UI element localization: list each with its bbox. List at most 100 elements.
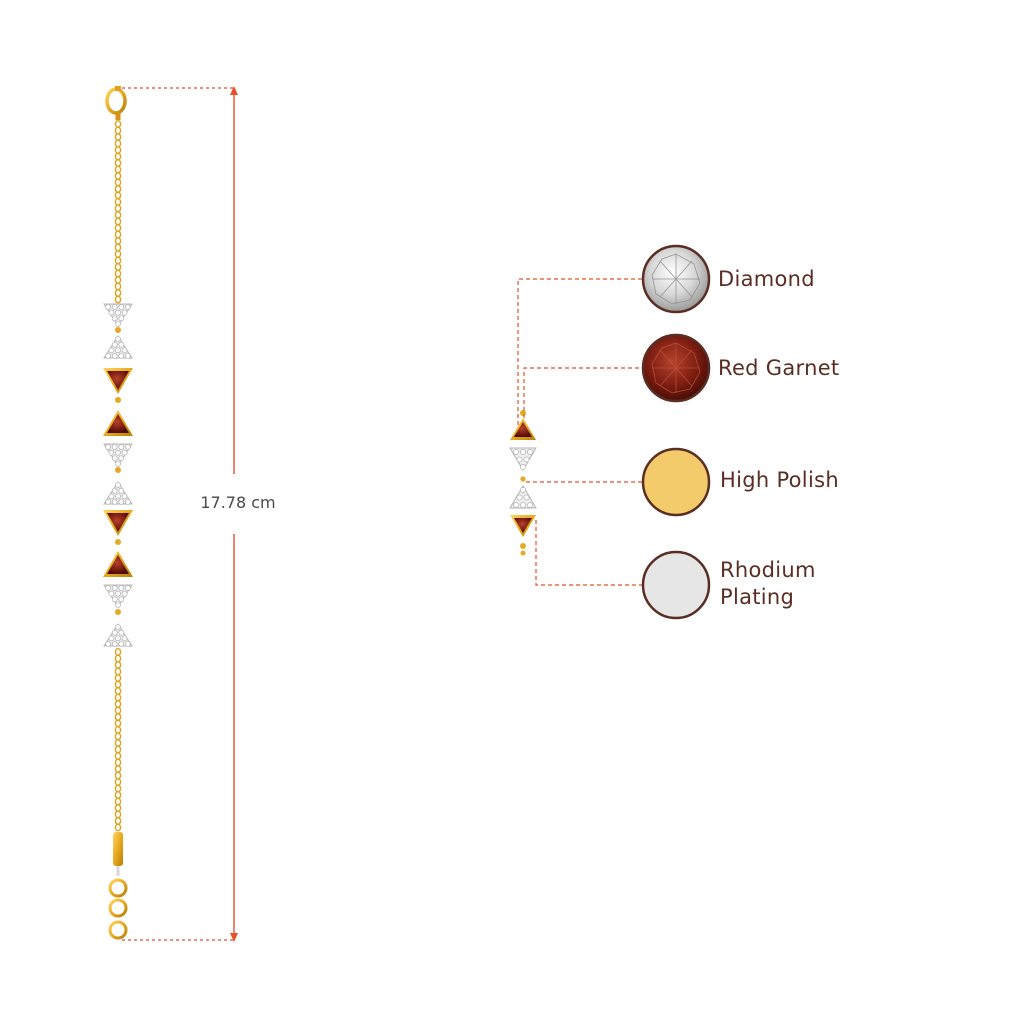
pave-diamond <box>115 624 121 630</box>
leader-diamond <box>517 278 642 425</box>
pave-diamond <box>125 499 131 505</box>
chain-link <box>114 661 122 670</box>
pave-diamond <box>520 502 526 508</box>
chain-link <box>114 184 122 193</box>
pave-diamond <box>111 499 118 505</box>
chain-link <box>114 243 122 252</box>
chain-link <box>114 158 122 167</box>
pave-diamond <box>115 482 121 488</box>
pave-diamond <box>111 304 118 310</box>
chain-link <box>114 289 122 298</box>
pave-diamond <box>516 456 523 463</box>
pave-diamond <box>527 449 533 455</box>
pave-diamond <box>105 353 111 359</box>
pave-diamond <box>115 602 121 608</box>
pave-diamond <box>513 449 519 455</box>
pave-diamond <box>115 493 121 500</box>
pave-diamond <box>108 347 115 354</box>
pave-diamond <box>125 641 131 647</box>
chain-link <box>114 249 122 258</box>
pave-diamond <box>105 499 111 505</box>
dimension-indicator <box>122 86 238 942</box>
pave-diamond <box>516 494 523 501</box>
connector-ring <box>115 467 121 473</box>
pave-diamond <box>523 494 530 501</box>
pave-diamond <box>125 585 131 591</box>
chain-link <box>114 217 122 226</box>
pave-diamond <box>108 590 115 597</box>
pave-diamond <box>520 487 526 493</box>
pave-diamond <box>118 641 125 647</box>
chain-link <box>114 791 122 800</box>
pave-diamond <box>523 456 530 463</box>
chain-link <box>114 165 122 174</box>
diamond-triangle-up <box>103 335 133 359</box>
pave-diamond <box>121 309 128 316</box>
chain-link <box>114 648 122 657</box>
diamond-triangle-down <box>103 303 133 327</box>
material-swatches <box>641 244 711 620</box>
extender-ring <box>108 898 128 918</box>
pave-diamond <box>121 347 128 354</box>
chain-link <box>114 197 122 206</box>
chain-link <box>114 263 122 272</box>
chain-link <box>114 674 122 683</box>
leader-red-garnet <box>523 367 642 418</box>
pave-diamond <box>527 502 533 508</box>
pave-diamond <box>520 449 526 455</box>
material-leader-lines <box>517 278 642 586</box>
chain-link <box>114 145 122 154</box>
detail-connector <box>520 476 526 482</box>
clasp-lever <box>115 86 121 91</box>
pave-diamond <box>111 487 118 494</box>
pave-diamond <box>105 641 111 647</box>
garnet-triangle-up <box>103 410 133 436</box>
pave-diamond <box>121 590 128 597</box>
diamond-detail-stone <box>509 447 537 471</box>
pave-diamond <box>115 590 121 597</box>
chain-link <box>114 804 122 813</box>
chain-link <box>114 739 122 748</box>
pave-diamond <box>105 585 111 591</box>
extender-bar <box>113 832 123 866</box>
chain-link <box>114 745 122 754</box>
lobster-clasp-icon <box>105 86 127 120</box>
garnet-stone <box>107 371 129 390</box>
chain-link <box>114 295 122 304</box>
chain-link <box>114 680 122 689</box>
clasp-ring <box>105 87 127 115</box>
chain-link <box>114 236 122 245</box>
pave-diamond <box>118 629 125 636</box>
high-polish-swatch-icon <box>641 447 711 517</box>
pave-diamond <box>115 309 121 316</box>
chain-link <box>114 269 122 278</box>
pave-diamond <box>118 341 125 348</box>
pave-diamond <box>121 493 128 500</box>
diamond-triangle-down <box>103 584 133 608</box>
chain-link <box>114 726 122 735</box>
chain-link <box>114 204 122 213</box>
chain-link <box>114 706 122 715</box>
material-label-high-polish: High Polish <box>720 468 839 492</box>
pave-diamond <box>105 444 111 450</box>
pave-diamond <box>125 353 131 359</box>
extender-tag <box>113 832 123 876</box>
leader-rhodium-plating <box>535 520 642 586</box>
pave-diamond <box>108 309 115 316</box>
diamond-triangle-up <box>103 623 133 647</box>
pave-diamond <box>125 304 131 310</box>
pave-diamond <box>111 315 118 322</box>
chain-link <box>114 713 122 722</box>
pave-diamond <box>111 353 118 359</box>
chain-link <box>114 771 122 780</box>
pave-diamond <box>513 502 519 508</box>
chain-link <box>114 797 122 806</box>
chain-link <box>114 178 122 187</box>
pave-diamond <box>121 635 128 642</box>
chain-link <box>114 765 122 774</box>
pave-diamond <box>115 449 121 456</box>
garnet-stone <box>514 422 532 437</box>
pave-diamond <box>111 455 118 462</box>
pave-diamond <box>118 304 125 310</box>
